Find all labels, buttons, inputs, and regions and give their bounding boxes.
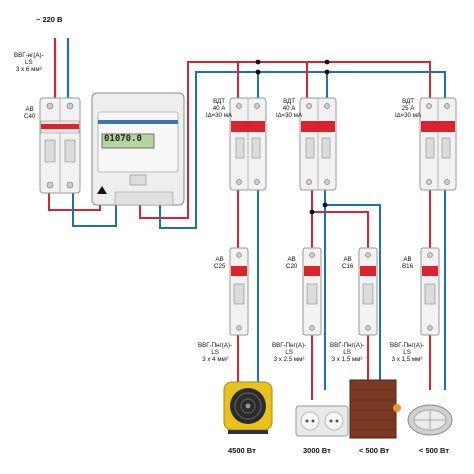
cable-1-label: ВВГ-Пнг(А)- LS 3 х 4 мм²: [198, 342, 233, 364]
cable-3-label: ВВГ-Пнг(А)- LS 3 х 1,5 мм²: [330, 342, 365, 364]
rcd2-phase-split: [311, 190, 369, 248]
cable-2-label: ВВГ-Пнг(А)- LS 3 х 2,5 мм²: [272, 342, 307, 364]
rcd-1-label: ВДТ 40 А I∆=30 мА: [206, 98, 233, 120]
meter-display: [101, 133, 155, 149]
junction-dot: [309, 209, 315, 215]
cable-4-label: ВВГ-Пнг(А)- LS 3 х 1,5 мм²: [390, 342, 425, 364]
load-3-power: < 500 Вт: [359, 446, 390, 455]
breaker-3[interactable]: [358, 247, 378, 336]
socket-outlet-icon: [295, 405, 349, 437]
junction-dot: [255, 69, 261, 75]
breaker-3-label: АВ С16: [342, 256, 354, 271]
rcd2-neutral-split: [324, 190, 381, 390]
neutral-bus-wire: [159, 71, 446, 229]
junction-dot: [322, 202, 328, 208]
roller-shutter-icon: [349, 379, 401, 439]
junction-dot: [324, 59, 330, 65]
junction-dot: [255, 59, 261, 65]
meter-reading: 01070.0: [104, 134, 142, 144]
load-1-power: 4500 Вт: [228, 446, 256, 455]
heater-fan-icon: [223, 381, 273, 434]
breaker-1[interactable]: [229, 247, 249, 336]
main-breaker-label: АВ С40: [24, 106, 36, 121]
breaker-to-meter-neutral: [72, 193, 117, 227]
breaker-4-label: АВ В16: [402, 256, 414, 271]
breaker-1-label: АВ С25: [214, 256, 226, 271]
phase-bus-wire: [139, 61, 431, 219]
rcd-2-label: ВДТ 40 А I∆=30 мА: [276, 98, 303, 120]
main-breaker[interactable]: [39, 97, 81, 194]
bulkhead-lamp-icon: [407, 404, 453, 436]
warning-triangle-icon: [97, 186, 107, 194]
load-4-power: < 500 Вт: [419, 446, 450, 455]
load-2-power: 3000 Вт: [303, 446, 331, 455]
electricity-meter[interactable]: [91, 92, 185, 206]
breaker-4[interactable]: [420, 247, 440, 336]
rcd-1[interactable]: [229, 97, 267, 191]
junction-dot: [324, 69, 330, 75]
rcd-2[interactable]: [299, 97, 337, 191]
breaker-2-label: АВ С20: [286, 256, 298, 271]
rcd-3[interactable]: [419, 97, 457, 191]
breaker-2[interactable]: [302, 247, 322, 336]
supply-voltage-label: ~ 220 В: [36, 15, 63, 24]
rcd-3-label: ВДТ 25 А I∆=30 мА: [395, 98, 422, 120]
input-cable-label: ВВГ-нг(А)- LS 3 х 6 мм²: [14, 52, 44, 74]
